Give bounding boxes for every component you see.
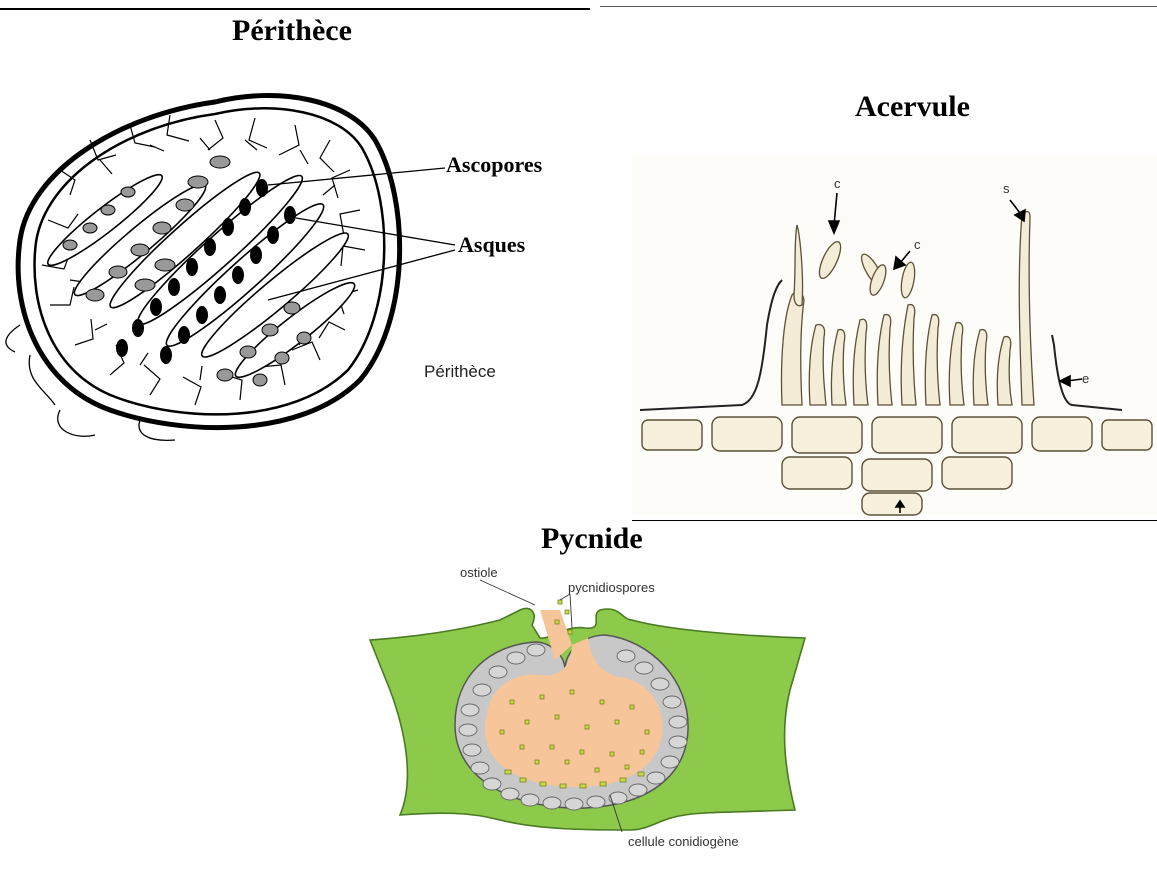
acervule-label-c2: c [914, 237, 921, 252]
top-rule-right [600, 6, 1157, 7]
pycnide-diagram [360, 580, 810, 840]
mid-rule-right [632, 520, 1157, 521]
label-perithece-caption: Périthèce [424, 362, 496, 382]
label-asques: Asques [458, 232, 525, 258]
acervule-diagram [632, 155, 1157, 520]
acervule-label-c1: c [834, 176, 841, 191]
pycnide-label-pycnidiospores: pycnidiospores [568, 580, 655, 595]
acervule-title: Acervule [855, 90, 970, 124]
pycnide-label-ostiole: ostiole [460, 565, 498, 580]
acervule-label-e: e [1082, 371, 1089, 386]
acervule-label-s: s [1003, 181, 1010, 196]
top-rule-left [0, 8, 590, 10]
perithece-title: Périthèce [232, 14, 352, 48]
pycnide-label-cellule: cellule conidiogène [628, 834, 739, 849]
label-ascopores: Ascopores [446, 152, 542, 178]
